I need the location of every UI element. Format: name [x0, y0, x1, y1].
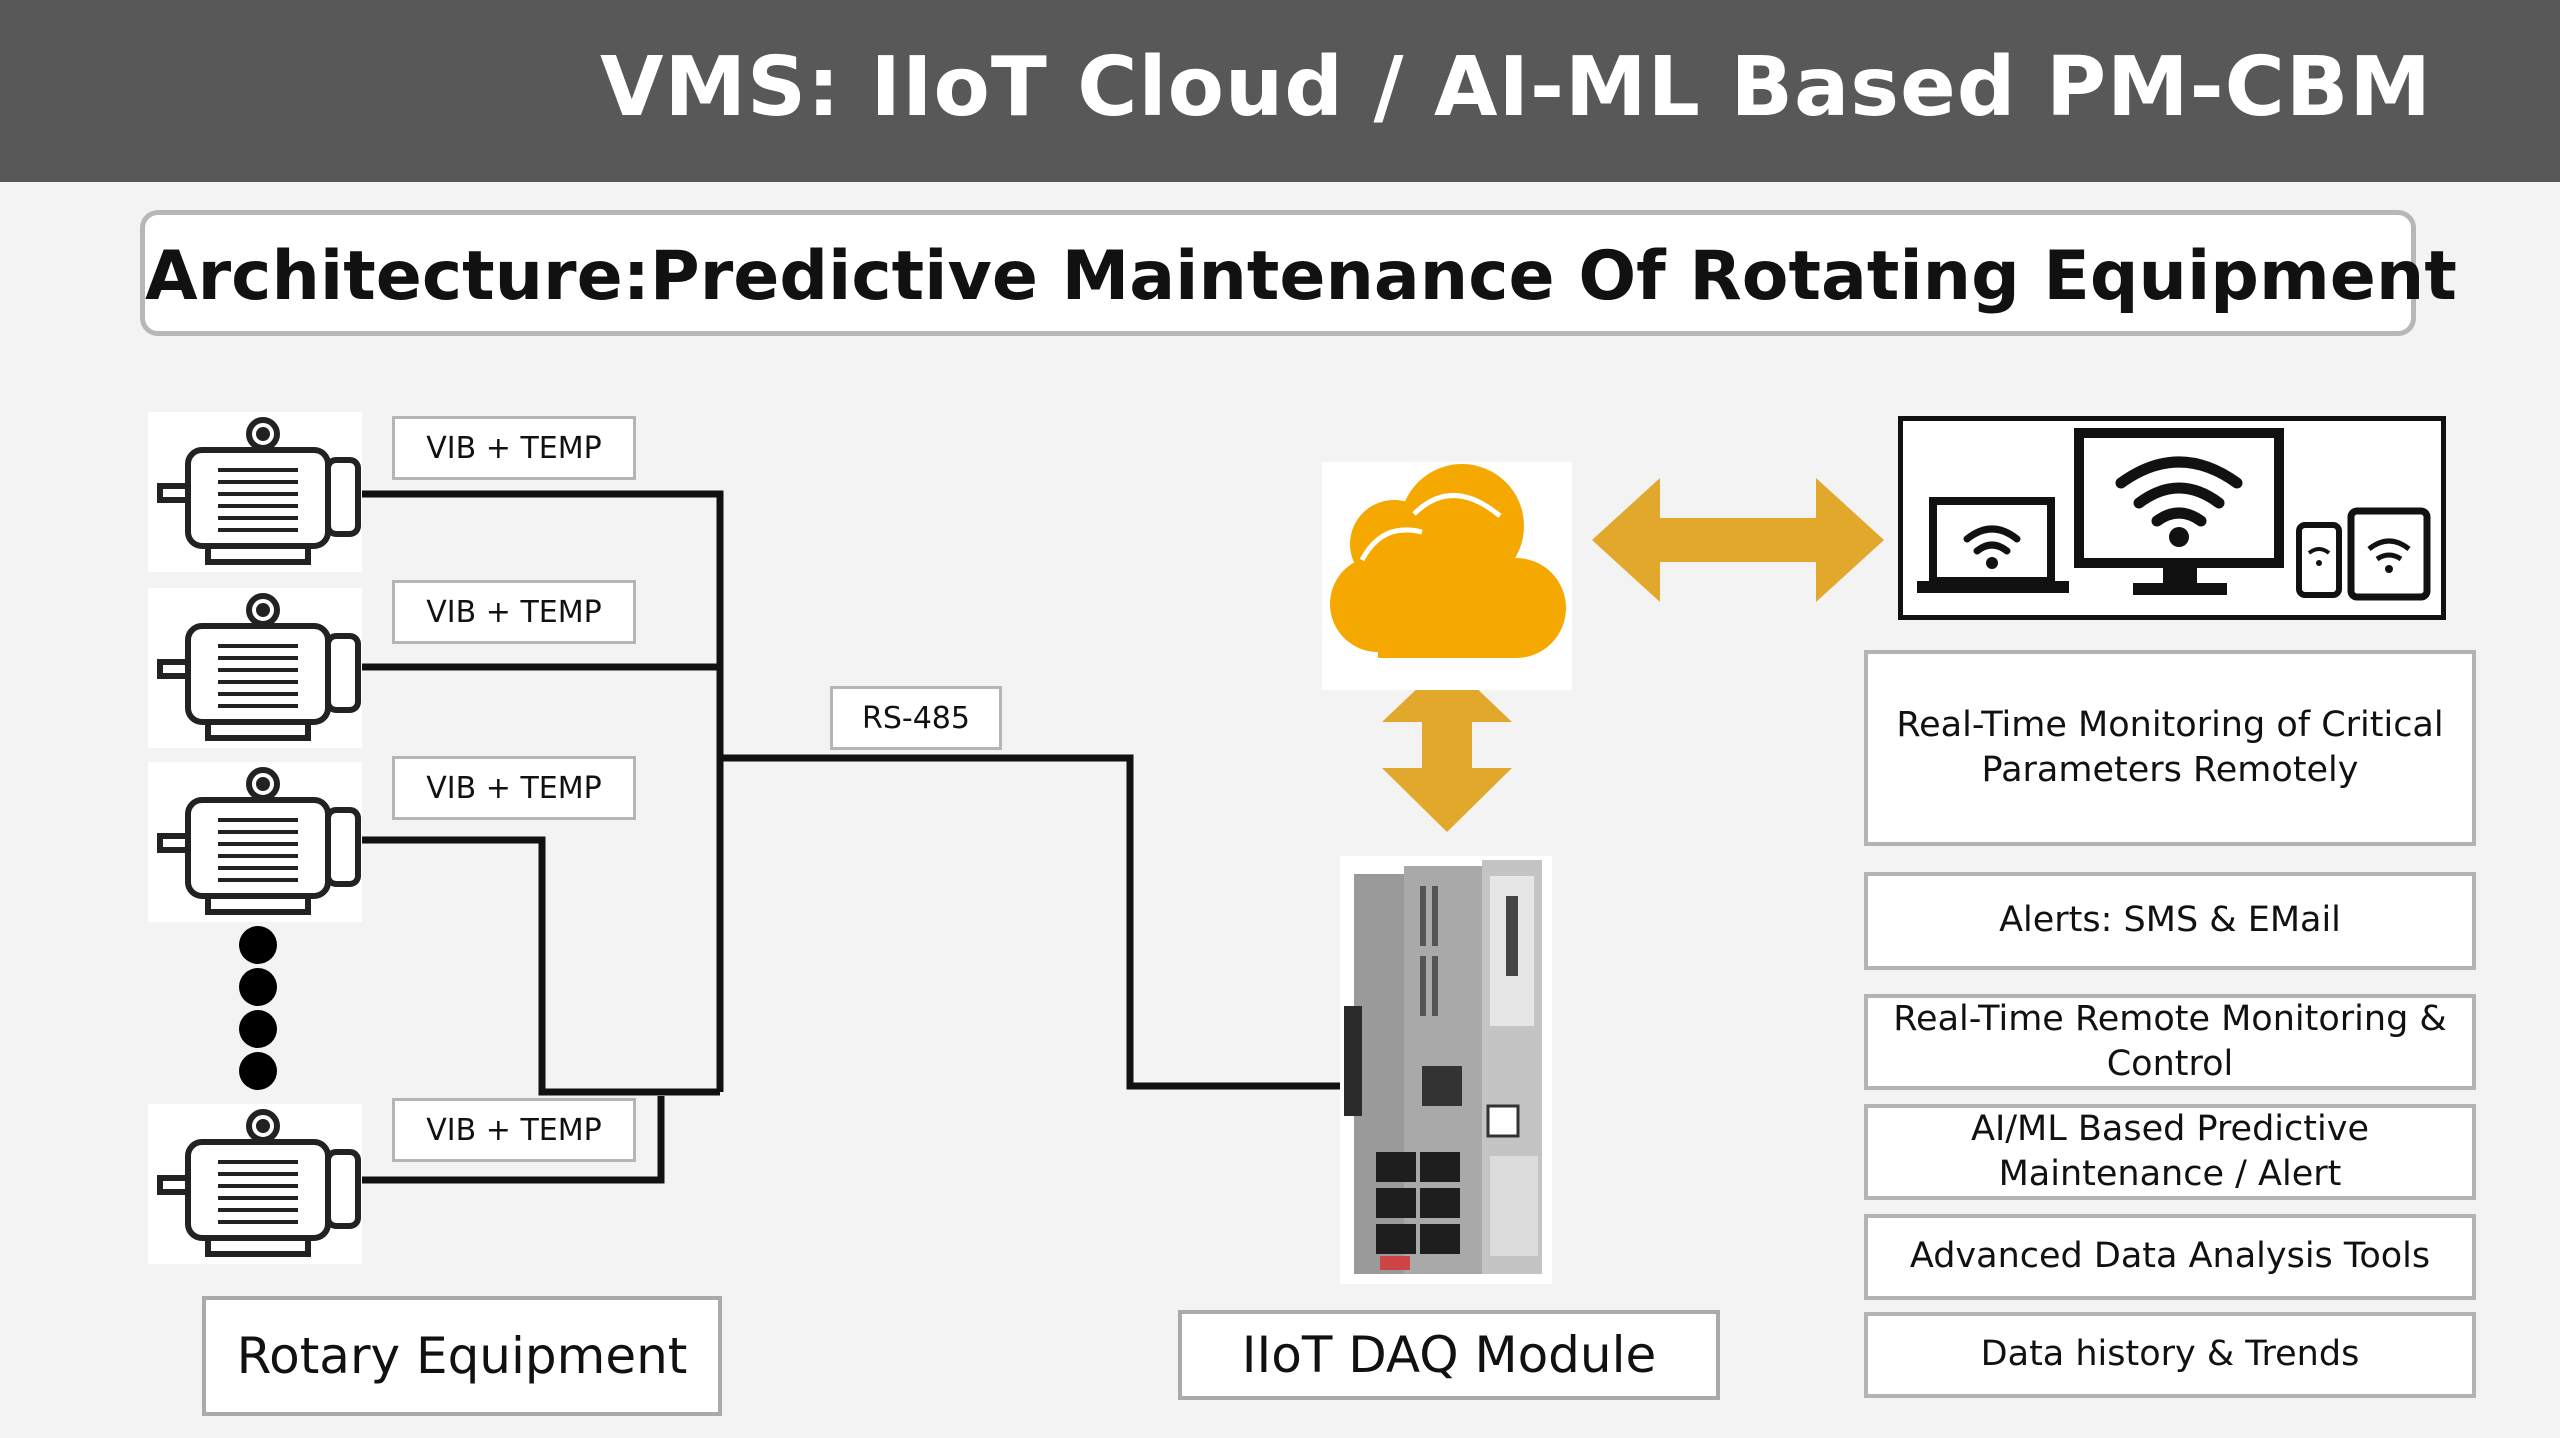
- ellipsis-dot: [239, 1052, 277, 1090]
- cloud-icon: [1322, 462, 1572, 690]
- sensor-label: VIB + TEMP: [392, 416, 636, 480]
- ellipsis-dot: [239, 968, 277, 1006]
- wire-motor-1: [362, 490, 724, 1092]
- wifi-icon: [1963, 525, 2021, 555]
- wire-motor-4: [362, 1096, 665, 1184]
- feature-data-history-trends: Data history & Trends: [1864, 1312, 2476, 1398]
- page-title: VMS: IIoT Cloud / AI-ML Based PM-CBM: [600, 40, 2432, 135]
- sensor-label: VIB + TEMP: [392, 580, 636, 644]
- double-arrow-icon: [1382, 660, 1512, 832]
- wire-motor-3: [362, 836, 720, 1096]
- motor-icon: [148, 588, 362, 748]
- sensor-label: VIB + TEMP: [392, 756, 636, 820]
- rs485-label: RS-485: [830, 686, 1002, 750]
- feature-data-analysis-tools: Advanced Data Analysis Tools: [1864, 1214, 2476, 1300]
- daq-module-icon: [1340, 856, 1552, 1284]
- double-arrow-icon: [1592, 478, 1884, 602]
- motor-icon: [148, 412, 362, 572]
- sensor-label: VIB + TEMP: [392, 1098, 636, 1162]
- phone-icon: [2296, 522, 2342, 598]
- motor-icon: [148, 1104, 362, 1264]
- tablet-icon: [2347, 507, 2431, 601]
- feature-real-time-monitoring: Real-Time Monitoring of Critical Paramet…: [1864, 650, 2476, 846]
- wire-rs485: [720, 754, 1344, 1090]
- architecture-title-box: Architecture:Predictive Maintenance Of R…: [140, 210, 2457, 336]
- feature-alerts: Alerts: SMS & EMail: [1864, 872, 2476, 970]
- motor-icon: [148, 762, 362, 922]
- architecture-title: Architecture:Predictive Maintenance Of R…: [145, 237, 2457, 316]
- ellipsis-dot: [239, 1010, 277, 1048]
- devices-panel: [1898, 416, 2446, 620]
- header-bar: VMS: IIoT Cloud / AI-ML Based PM-CBM: [0, 0, 2560, 182]
- ellipsis-dot: [239, 926, 277, 964]
- feature-ai-ml-predictive: AI/ML Based Predictive Maintenance / Ale…: [1864, 1104, 2476, 1200]
- feature-remote-monitoring-control: Real-Time Remote Monitoring & Control: [1864, 994, 2476, 1090]
- wifi-icon: [2115, 456, 2243, 527]
- rotary-equipment-label: Rotary Equipment: [202, 1296, 722, 1416]
- daq-module-label: IIoT DAQ Module: [1178, 1310, 1720, 1400]
